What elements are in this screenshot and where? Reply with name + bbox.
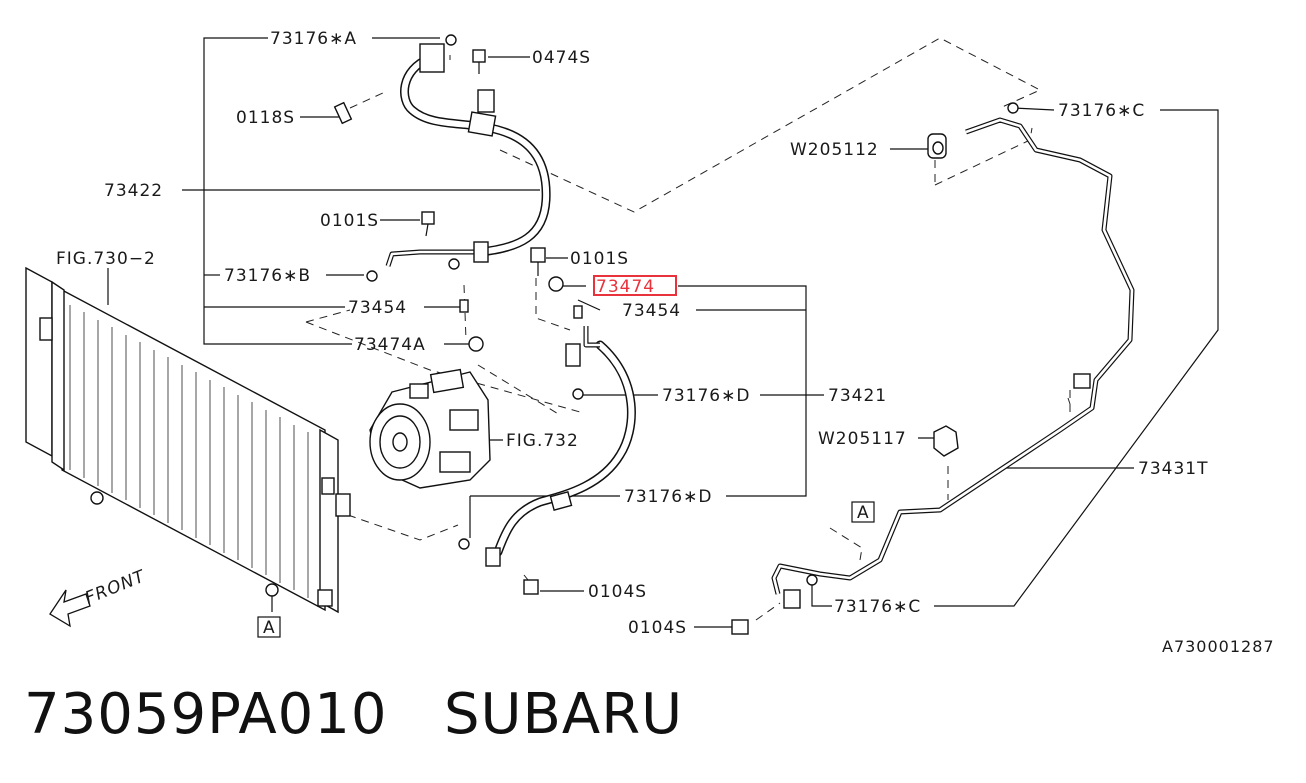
label-w205112: W205112: [790, 140, 879, 160]
caption-brand: SUBARU: [443, 682, 684, 747]
drawing-code: A730001287: [1162, 637, 1275, 656]
label-73176-d-lower: 73176∗D: [624, 487, 712, 507]
marker-a-right: A: [857, 503, 870, 523]
compressor: [369, 368, 491, 489]
label-0118s: 0118S: [236, 108, 295, 128]
label-73474a: 73474A: [354, 335, 426, 355]
marker-a-box-right: [851, 501, 875, 523]
label-73176-b: 73176∗B: [224, 266, 311, 286]
label-fig-732: FIG.732: [506, 431, 579, 451]
dashed-guides: [305, 37, 1071, 621]
fasteners-left: [333, 49, 486, 352]
label-73474-highlighted: 73474: [596, 277, 655, 297]
label-front: FRONT: [82, 566, 149, 608]
marker-a-left: A: [263, 618, 276, 638]
label-0104s-right: 0104S: [628, 618, 687, 638]
marker-a-box-left: [257, 616, 281, 638]
label-73454-left: 73454: [348, 298, 407, 318]
label-73421: 73421: [828, 386, 887, 406]
pipe-73431T: [731, 102, 1135, 635]
label-fig-730-2: FIG.730−2: [56, 249, 156, 269]
label-0101s-lower: 0101S: [570, 249, 629, 269]
hose-73421: [458, 247, 636, 595]
label-73454-right: 73454: [622, 301, 681, 321]
label-73176-c-bottom: 73176∗C: [834, 597, 921, 617]
label-73176-d-upper: 73176∗D: [662, 386, 750, 406]
leader-lines: [107, 37, 1219, 628]
label-0104s-left: 0104S: [588, 582, 647, 602]
part-caption: 73059PA010 SUBARU: [24, 682, 683, 747]
label-0101s-upper: 0101S: [320, 211, 379, 231]
label-73176-a: 73176∗A: [270, 29, 357, 49]
label-73431t: 73431T: [1138, 459, 1208, 479]
label-73422: 73422: [104, 181, 163, 201]
label-w205117: W205117: [818, 429, 907, 449]
front-arrow-icon: [49, 589, 91, 628]
caption-part-number: 73059PA010: [24, 682, 388, 747]
condenser: [25, 266, 351, 614]
highlight-box: [593, 275, 677, 296]
label-0474s: 0474S: [532, 48, 591, 68]
hose-73422: [385, 34, 551, 270]
label-73176-c-top: 73176∗C: [1058, 101, 1145, 121]
